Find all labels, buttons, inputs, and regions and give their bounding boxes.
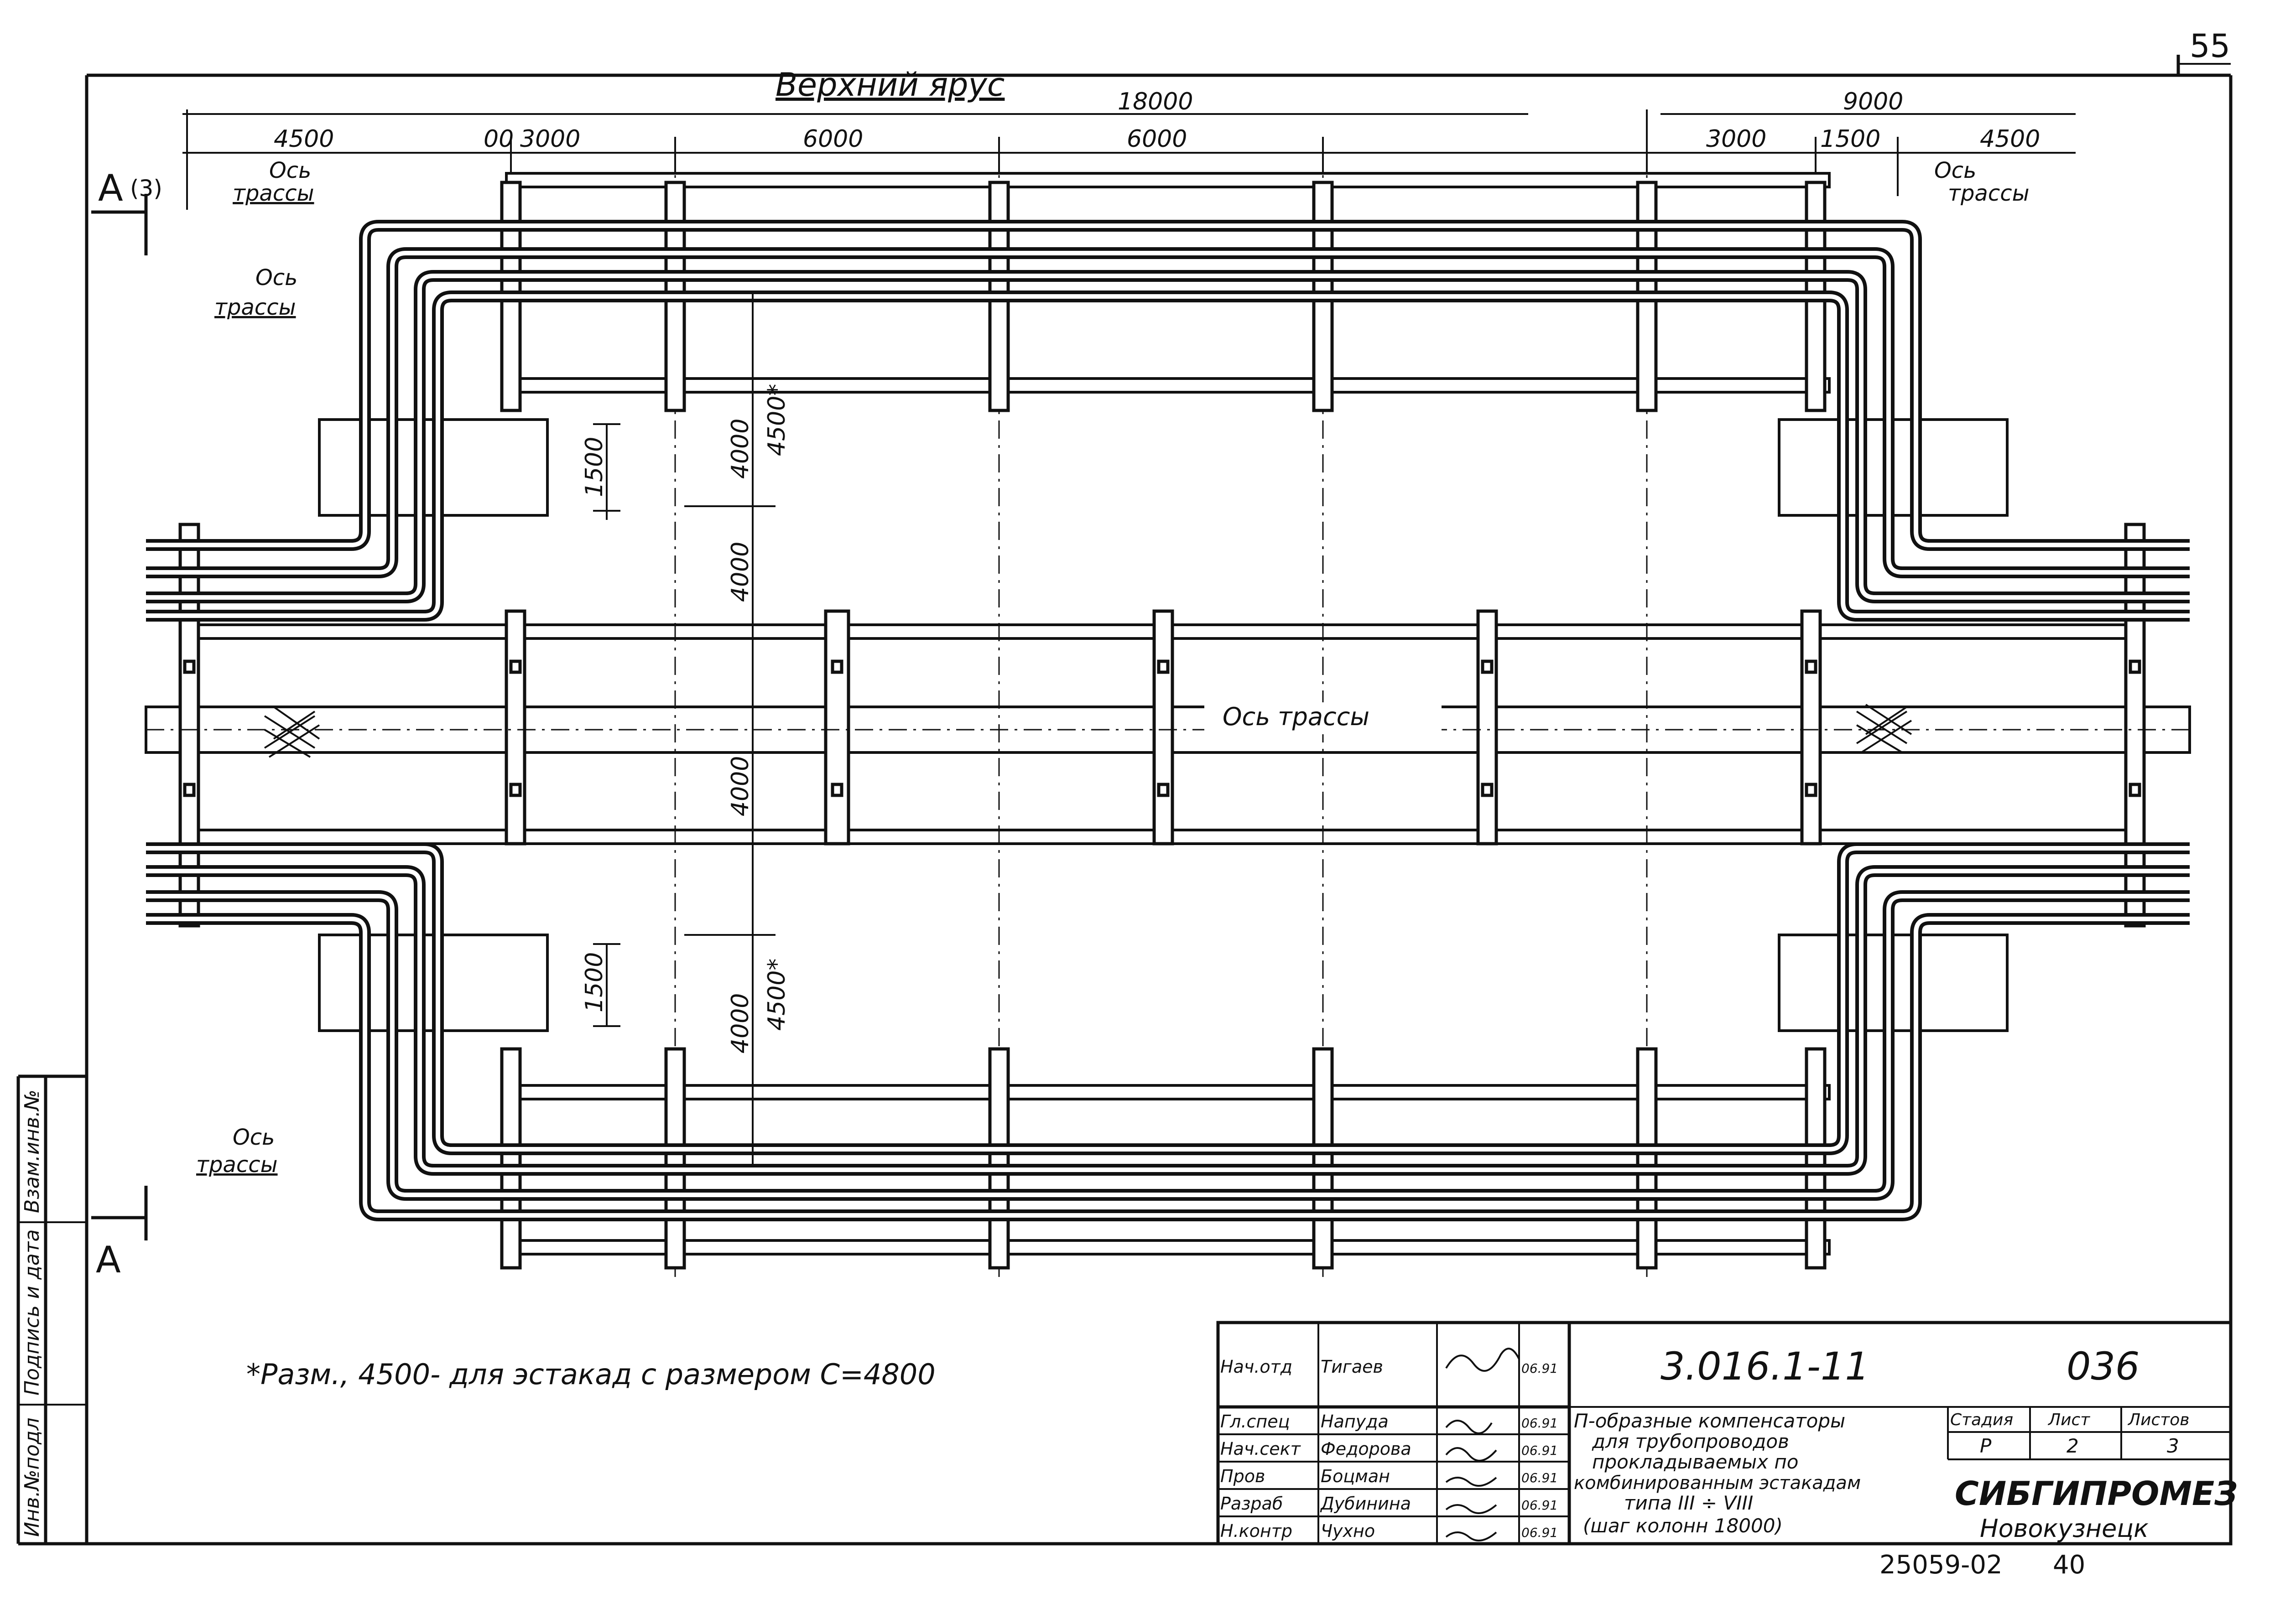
- org-name: СИБГИПРОМЕЗ: [1955, 1474, 2238, 1513]
- name-2: Напуда: [1321, 1411, 1389, 1432]
- dim-top-1: 4500: [274, 125, 334, 153]
- bolts: [183, 659, 2141, 797]
- role-6: Н.контр: [1220, 1521, 1292, 1541]
- desc-6: (шаг колонн 18000): [1583, 1515, 1783, 1537]
- desc-5: типа III ÷ VIII: [1624, 1492, 1753, 1514]
- section-mark-top-letter: А: [98, 167, 123, 209]
- margin-label-inv: Инв.№подл: [21, 1417, 44, 1537]
- drawing-title: Верхний ярус: [776, 66, 1005, 104]
- posts-middle: [178, 523, 2146, 928]
- margin-label-sign: Подпись и дата: [21, 1230, 44, 1396]
- section-ref: (3): [130, 175, 162, 202]
- dim-top-overall-2: 9000: [1843, 88, 1903, 115]
- top-dimension-lines: [182, 109, 2076, 210]
- axis-label-bottom-left-1: Ось: [233, 1125, 275, 1150]
- bottom-page: 40: [2053, 1550, 2085, 1580]
- axis-label-mid-left-1: Ось: [255, 265, 297, 291]
- date-4: 06.91: [1521, 1470, 1558, 1485]
- hatch-left: [264, 706, 320, 758]
- role-4: Пров: [1220, 1466, 1265, 1486]
- posts-lower: [500, 1047, 1827, 1270]
- dim-top-8: 4500: [1980, 125, 2040, 153]
- stage-header: Стадия: [1950, 1411, 2013, 1429]
- dim-v-middle-4000b: 4000: [727, 756, 754, 816]
- center-axis-label-bg: [1204, 702, 1442, 734]
- desc-4: комбинированным эстакадам: [1574, 1473, 1861, 1494]
- name-5: Дубинина: [1320, 1494, 1411, 1514]
- dim-v-upper-1500: 1500: [581, 437, 608, 497]
- sheet-frame: [18, 55, 2233, 1546]
- dim-v-upper-4000: 4000: [727, 419, 754, 479]
- date-1: 06.91: [1521, 1361, 1558, 1376]
- dim-top-6: 3000: [1706, 125, 1766, 153]
- sheet-number: 55: [2190, 27, 2230, 65]
- desc-3: прокладываемых по: [1592, 1451, 1799, 1473]
- dim-top-7: 1500: [1820, 125, 1880, 153]
- dim-v-middle-4000a: 4000: [727, 542, 754, 602]
- sheets-header: Листов: [2127, 1411, 2189, 1429]
- axis-label-top-right-1: Ось: [1934, 158, 1976, 183]
- dim-v-lower-4000: 4000: [727, 993, 754, 1053]
- role-3: Нач.сект: [1220, 1439, 1301, 1459]
- dim-v-lower-1500: 1500: [581, 952, 608, 1012]
- name-4: Боцман: [1321, 1466, 1390, 1486]
- center-axis-label: Ось трассы: [1223, 702, 1369, 731]
- role-5: Разраб: [1220, 1494, 1283, 1514]
- doc-code: 3.016.1-11: [1661, 1344, 1869, 1389]
- desc-2: для трубопроводов: [1592, 1430, 1789, 1453]
- lower-expansion-loops: [146, 842, 2190, 1221]
- footnote: *Разм., 4500- для эстакад с размером С=4…: [246, 1358, 936, 1391]
- name-1: Тигаев: [1321, 1357, 1383, 1377]
- date-3: 06.91: [1521, 1443, 1558, 1458]
- dim-top-overall-1: 18000: [1118, 88, 1193, 115]
- dim-top-5: 6000: [1127, 125, 1187, 153]
- date-6: 06.91: [1521, 1525, 1558, 1540]
- stage-value: Р: [1980, 1435, 1992, 1457]
- section-mark-bottom-letter: А: [96, 1239, 121, 1281]
- desc-1: П-образные компенсаторы: [1574, 1410, 1845, 1432]
- dim-v-upper-4500: 4500*: [763, 384, 791, 456]
- dim-top-4: 6000: [803, 125, 863, 153]
- dim-v-lower-4500: 4500*: [763, 959, 791, 1031]
- sheets-value: 3: [2167, 1435, 2179, 1457]
- axis-label-top-left-2: трассы: [233, 181, 314, 206]
- dim-top-2: 00: [484, 125, 514, 153]
- axis-label-top-right-2: трассы: [1948, 181, 2030, 206]
- date-5: 06.91: [1521, 1498, 1558, 1513]
- bottom-number: 25059-02: [1879, 1550, 2003, 1580]
- sheet-code: 036: [2067, 1344, 2139, 1389]
- section-mark-bottom: [91, 1186, 148, 1240]
- section-mark-top: [91, 194, 148, 255]
- dim-top-3: 3000: [520, 125, 580, 153]
- name-3: Федорова: [1321, 1439, 1411, 1459]
- name-6: Чухно: [1321, 1521, 1375, 1541]
- axis-label-bottom-left-2: трассы: [196, 1152, 278, 1178]
- axis-label-top-left-1: Ось: [269, 158, 311, 183]
- axis-label-mid-left-2: трассы: [214, 295, 296, 320]
- title-block-grid: [1216, 1321, 2233, 1546]
- role-2: Гл.спец: [1220, 1411, 1290, 1432]
- org-city: Новокузнецк: [1980, 1514, 2149, 1543]
- upper-expansion-loops: [146, 220, 2190, 622]
- sheet-header: Лист: [2047, 1411, 2090, 1429]
- role-1: Нач.отд: [1220, 1357, 1292, 1377]
- vertical-dimensions: [593, 292, 776, 1167]
- margin-label-replace: Взам.инв.№: [21, 1090, 44, 1213]
- signatures: [1445, 1348, 1520, 1541]
- date-2: 06.91: [1521, 1416, 1558, 1431]
- margin-stamp: [16, 1074, 87, 1544]
- sheet-value: 2: [2067, 1435, 2079, 1457]
